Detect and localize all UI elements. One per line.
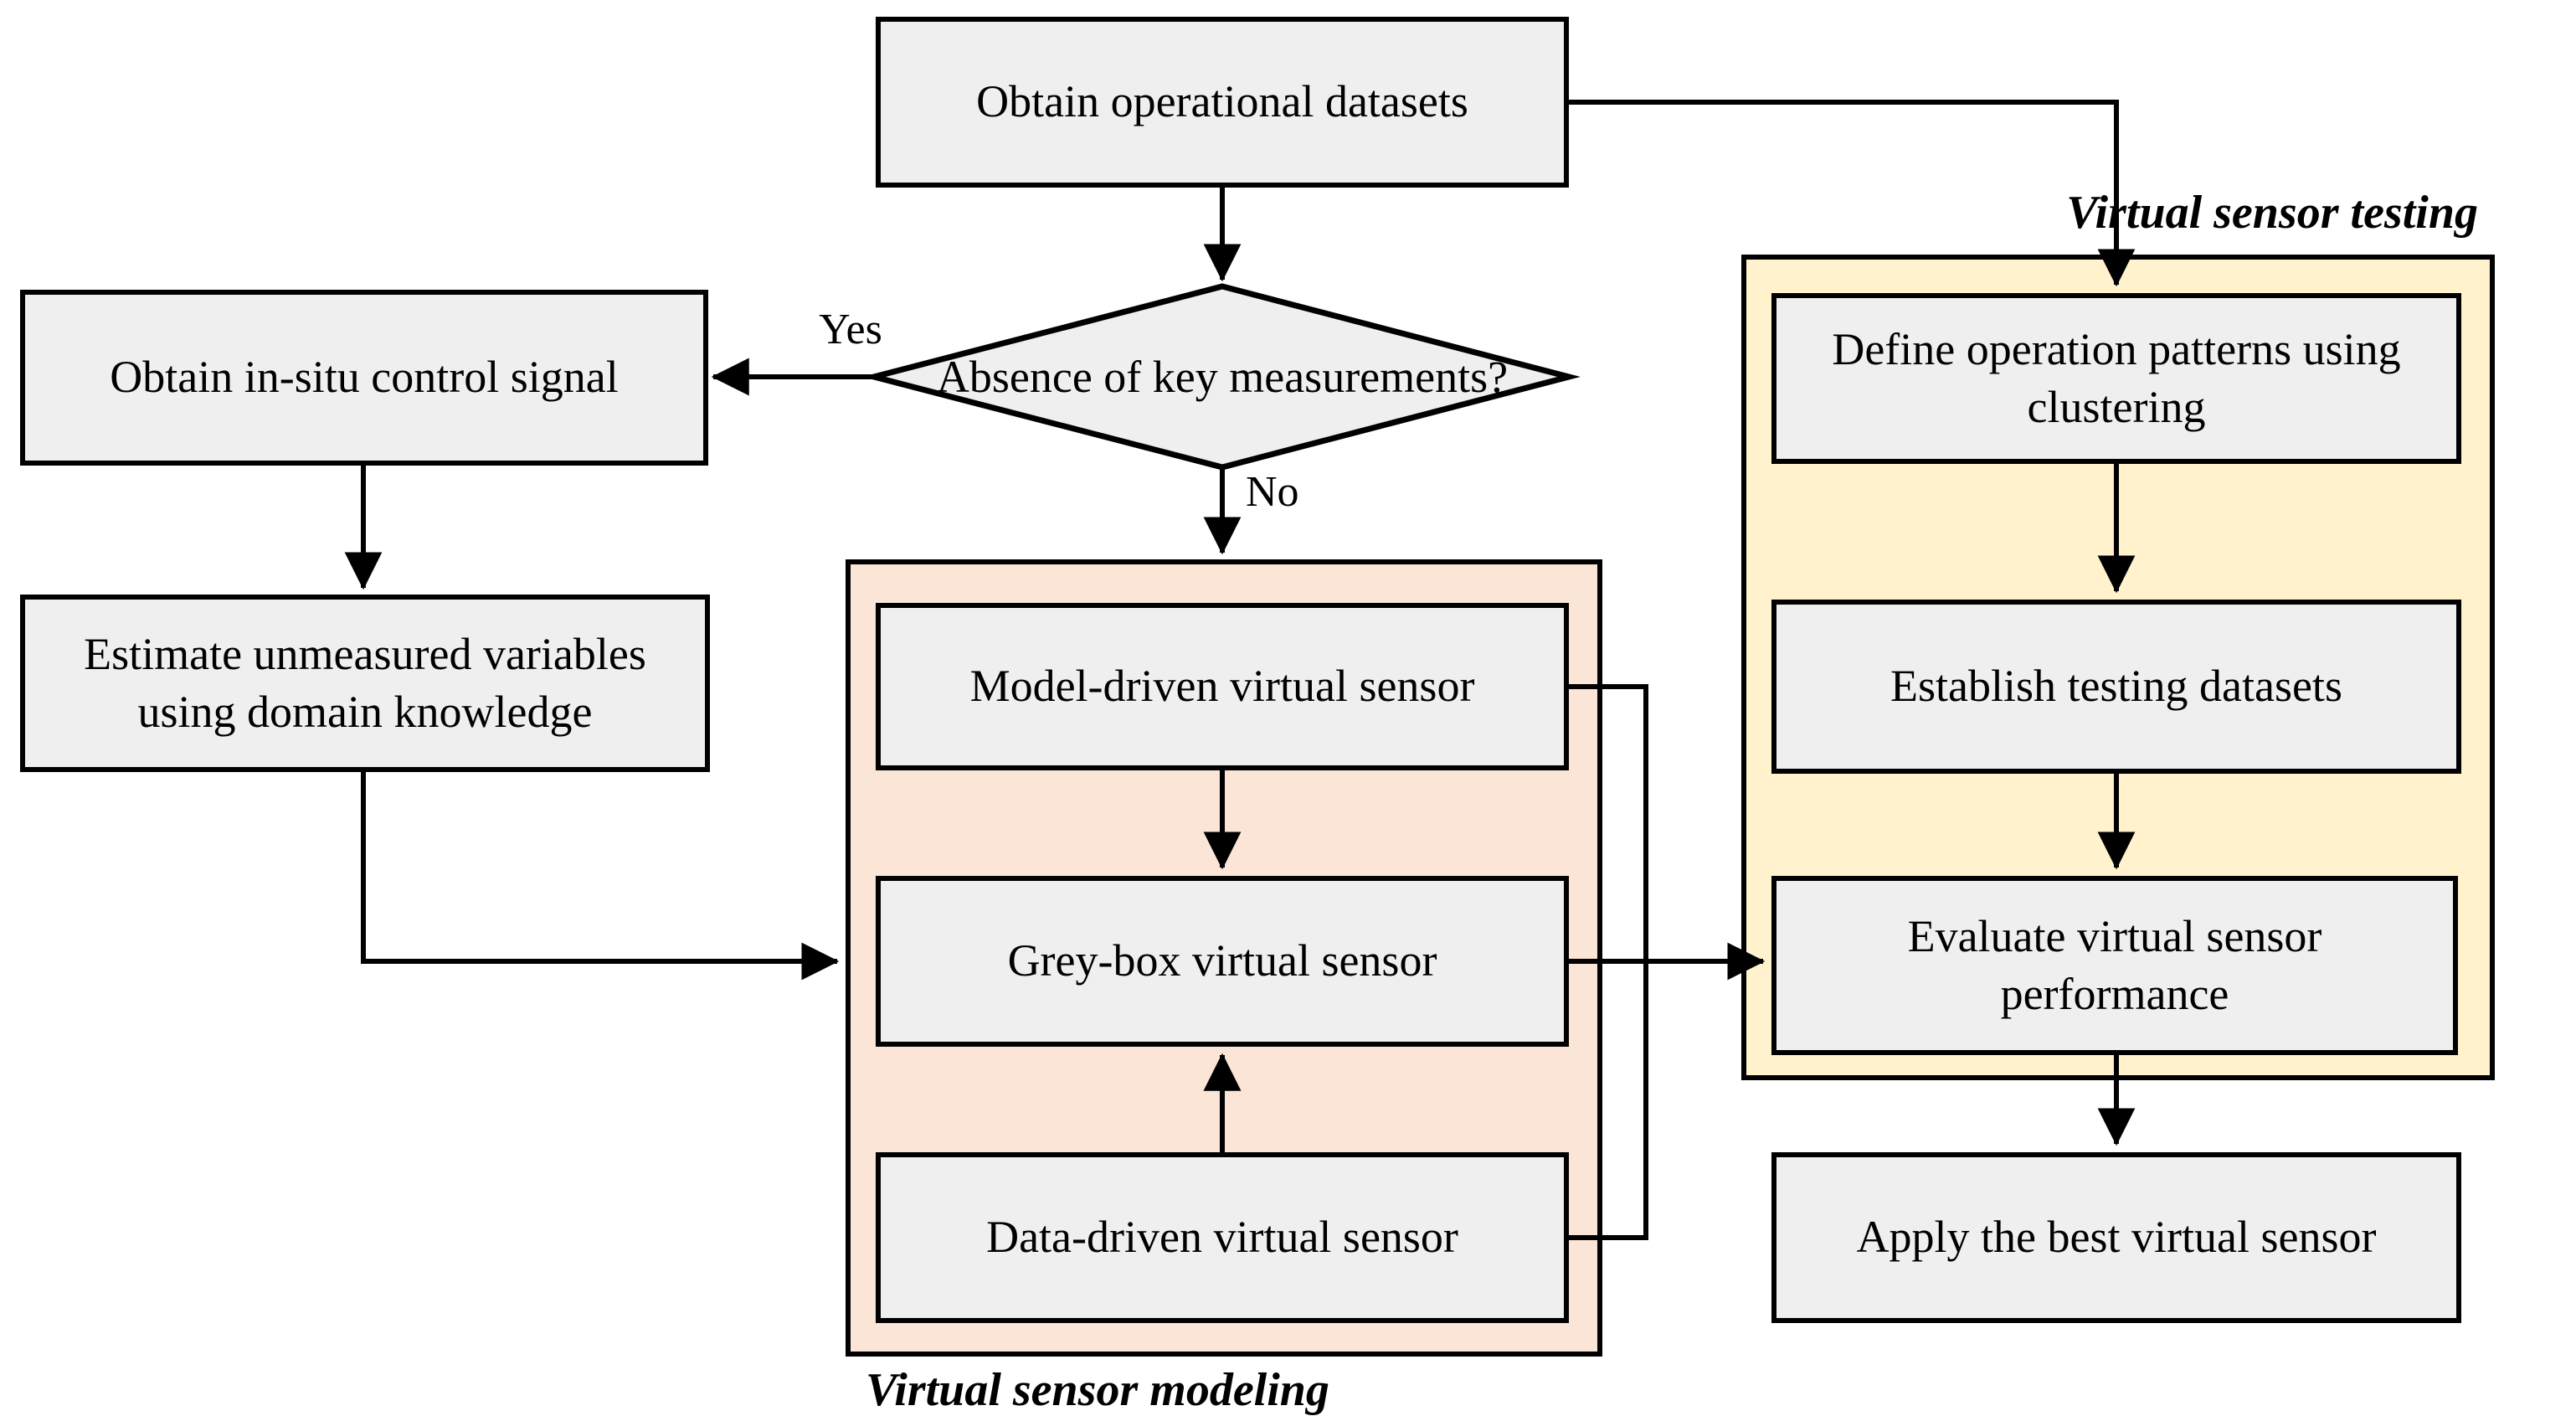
section-label-virtual-sensor-testing: Virtual sensor testing [2066,187,2478,239]
node-estimate-unmeasured-variables-label: Estimate unmeasured variables using doma… [84,628,646,737]
arrow-datasets-to-define-patterns [1569,100,2136,287]
node-obtain-in-situ-control-signal: Obtain in-situ control signal [20,290,708,466]
node-decision-label-wrap: Absence of key measurements? [887,327,1557,427]
node-obtain-in-situ-control-signal-label: Obtain in-situ control signal [110,352,619,403]
node-establish-testing-datasets-label: Establish testing datasets [1890,661,2342,712]
node-grey-box-virtual-sensor: Grey-box virtual sensor [876,876,1569,1047]
node-evaluate-virtual-sensor-performance: Evaluate virtual sensor performance [1771,876,2458,1055]
branch-label-no: No [1246,468,1299,516]
arrow-estimate-to-modeling-container [361,772,840,981]
section-label-virtual-sensor-modeling: Virtual sensor modeling [866,1364,1329,1416]
node-establish-testing-datasets: Establish testing datasets [1771,600,2461,774]
node-data-driven-virtual-sensor-label: Data-driven virtual sensor [986,1212,1458,1263]
node-obtain-operational-datasets-label: Obtain operational datasets [976,76,1468,127]
node-evaluate-virtual-sensor-performance-label: Evaluate virtual sensor performance [1907,910,2322,1019]
node-apply-best-virtual-sensor-label: Apply the best virtual sensor [1856,1212,2377,1263]
node-estimate-unmeasured-variables: Estimate unmeasured variables using doma… [20,595,710,772]
connector-model-data-merge [1569,684,1648,1240]
node-grey-box-virtual-sensor-label: Grey-box virtual sensor [1007,935,1437,986]
node-define-operation-patterns-label: Define operation patterns using clusteri… [1832,323,2401,432]
node-model-driven-virtual-sensor: Model-driven virtual sensor [876,603,1569,770]
node-decision-label: Absence of key measurements? [936,352,1509,402]
node-apply-best-virtual-sensor: Apply the best virtual sensor [1771,1152,2461,1323]
node-model-driven-virtual-sensor-label: Model-driven virtual sensor [969,661,1475,712]
branch-label-yes: Yes [819,306,882,353]
node-data-driven-virtual-sensor: Data-driven virtual sensor [876,1152,1569,1323]
node-define-operation-patterns: Define operation patterns using clusteri… [1771,293,2461,464]
node-obtain-operational-datasets: Obtain operational datasets [876,17,1569,188]
